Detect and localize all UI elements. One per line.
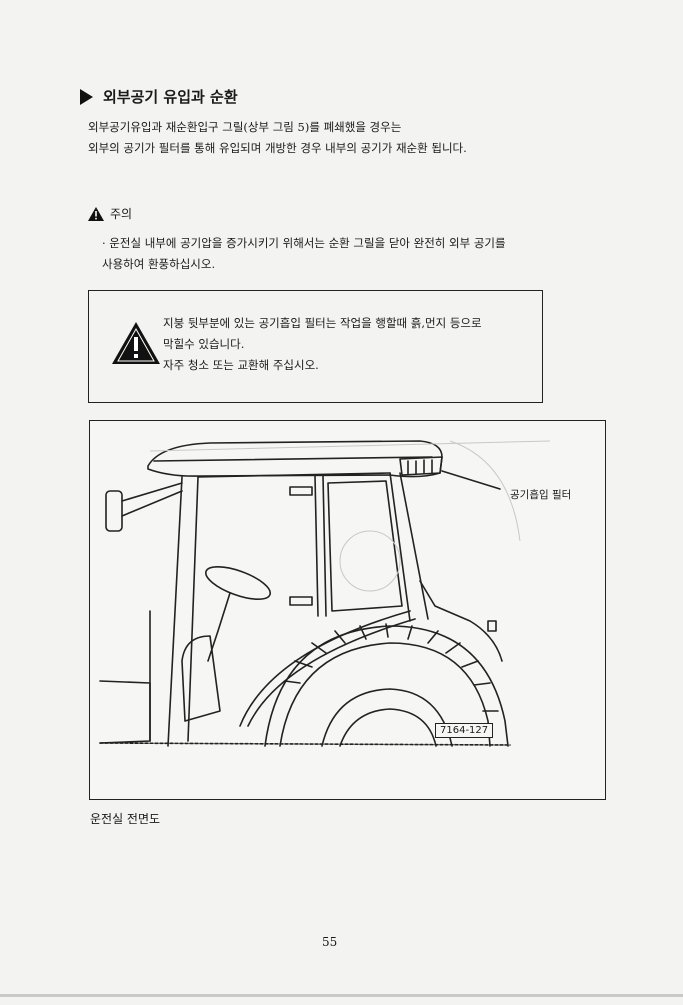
intro-line: 외부의 공기가 필터를 통해 유입되며 개방한 경우 내부의 공기가 재순환 됩… (88, 141, 467, 155)
warning-text: 지붕 뒷부분에 있는 공기흡입 필터는 작업을 행할때 흙,먼지 등으로 막힐수… (163, 313, 533, 376)
warning-line: 지붕 뒷부분에 있는 공기흡입 필터는 작업을 행할때 흙,먼지 등으로 (163, 316, 482, 330)
caution-heading: 주의 (88, 205, 132, 222)
warning-box: 지붕 뒷부분에 있는 공기흡입 필터는 작업을 행할때 흙,먼지 등으로 막힐수… (88, 290, 543, 403)
warning-icon (88, 206, 104, 221)
tractor-cab-illustration (99, 440, 551, 747)
intro-paragraph: 외부공기유입과 재순환입구 그릴(상부 그림 5)를 폐쇄했을 경우는 외부의 … (88, 117, 558, 159)
triangle-bullet-icon (80, 88, 93, 105)
warning-line: 막힐수 있습니다. (163, 337, 245, 351)
caution-line: · 운전실 내부에 공기압을 증가시키기 위해서는 순환 그릴을 닫아 완전히 … (102, 236, 506, 250)
warning-line: 자주 청소 또는 교환해 주십시오. (163, 358, 319, 372)
figure-caption: 운전실 전면도 (90, 812, 161, 826)
air-intake-filter-callout: 공기흡입 필터 (510, 489, 572, 501)
intro-line: 외부공기유입과 재순환입구 그릴(상부 그림 5)를 폐쇄했을 경우는 (88, 120, 402, 134)
page-number: 55 (322, 935, 338, 949)
section-title: 외부공기 유입과 순환 (103, 88, 238, 106)
page-edge (0, 994, 683, 997)
figure-code: 7164-127 (435, 723, 494, 738)
caution-text: · 운전실 내부에 공기압을 증가시키기 위해서는 순환 그릴을 닫아 완전히 … (102, 233, 562, 275)
warning-icon (112, 322, 160, 364)
caution-line: 사용하여 환풍하십시오. (102, 257, 216, 271)
section-header: 외부공기 유입과 순환 (80, 86, 238, 107)
caution-label: 주의 (110, 207, 133, 221)
cab-front-figure: 공기흡입 필터 7164-127 (89, 420, 606, 800)
